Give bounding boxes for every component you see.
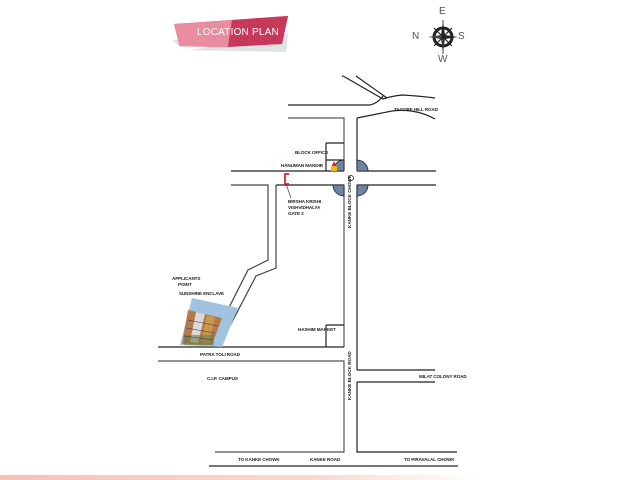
gate-marker-icon [284, 173, 289, 185]
block-office-label: BLOCK OFFICE [295, 150, 329, 155]
compass-west-label: W [438, 54, 448, 65]
sunshine-enclave-label: SUNSHINE ENCLAVE [179, 291, 225, 296]
footer-accent-bar [0, 475, 640, 480]
compass-south-label: S [458, 31, 465, 42]
applicants-point-label-line1: APPLICANTS [172, 276, 201, 281]
temple-icon [331, 161, 337, 171]
birsha-krishi-label-line1: BIRSHA KRISHI [288, 199, 321, 204]
compass-rose-icon [428, 20, 458, 54]
to-kanke-chowk-label: TO KANKE CHOWK [238, 457, 280, 462]
cip-campus-label: C.I.P. CAMPUS [207, 376, 238, 381]
sunshine-enclave-building-image [180, 298, 238, 347]
location-plan-banner [170, 16, 288, 52]
milat-colony-road-label: MILAT COLONY ROAD [419, 374, 467, 379]
kanke-road-label: KANKE ROAD [310, 457, 341, 462]
kanke-block-chowk-label: KANKE BLOCK CHOWK [347, 174, 352, 228]
hanuman-mandir-label: HANUMAN MANDIR [281, 163, 323, 168]
birsha-krishi-label-line3: GATE 2 [288, 211, 304, 216]
patratoli-road-label: PATRA TOLI ROAD [200, 352, 240, 357]
tagore-hill-road-label: TAGORE HILL ROAD [394, 107, 438, 112]
compass-east-label: E [439, 6, 446, 17]
applicants-point-label-line2: POINT [178, 282, 192, 287]
birsha-krishi-label-line2: VISHVIDHALYA [288, 205, 321, 210]
hashim-market-label: HASHIM MARKET [298, 327, 336, 332]
to-piravalal-chowk-label: TO PIRAVALAL CHOWK [404, 457, 455, 462]
page-title: LOCATION PLAN [197, 27, 279, 38]
roundabout-center-icon [348, 175, 354, 181]
kanke-block-road-label: KANKE BLOCK ROAD [347, 351, 352, 400]
compass-north-label: N [412, 31, 420, 42]
